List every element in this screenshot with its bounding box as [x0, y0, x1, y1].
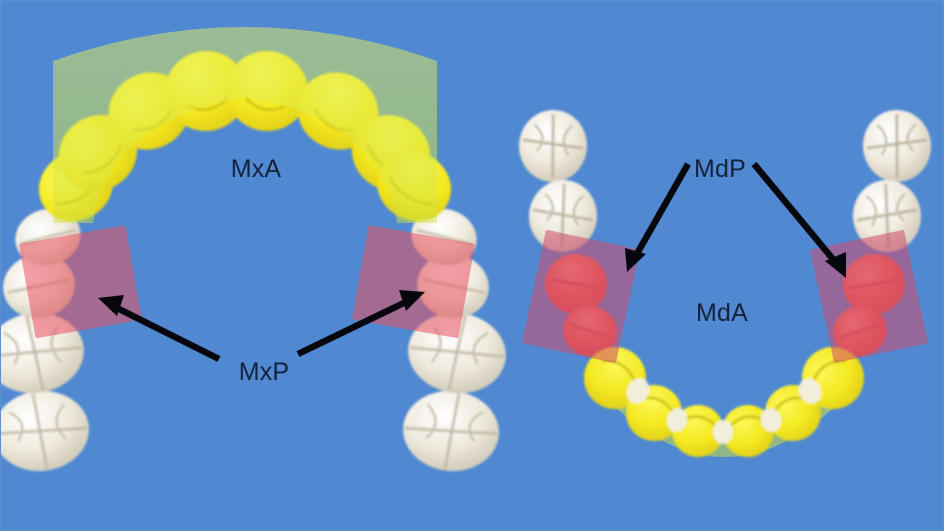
annotation-labels: MxA MxP MdP MdA — [231, 155, 748, 386]
arrow-mxp-left — [98, 295, 221, 362]
label-mxa: MxA — [231, 155, 282, 183]
arrow-mxp-right — [296, 290, 425, 357]
arrow-mdp-left — [625, 162, 691, 272]
annotation-arrows — [98, 161, 846, 362]
mandibular-left-posterior-band — [522, 230, 640, 363]
label-mxp: MxP — [239, 358, 290, 386]
maxillary-left-posterior-band — [19, 225, 142, 339]
maxillary-anterior-band — [53, 27, 437, 223]
label-mda: MdA — [696, 299, 748, 327]
mandibular-anterior-teeth — [584, 347, 864, 457]
arrow-mdp-right — [751, 161, 846, 278]
label-mdp: MdP — [694, 155, 746, 183]
mandibular-arch — [518, 110, 932, 457]
